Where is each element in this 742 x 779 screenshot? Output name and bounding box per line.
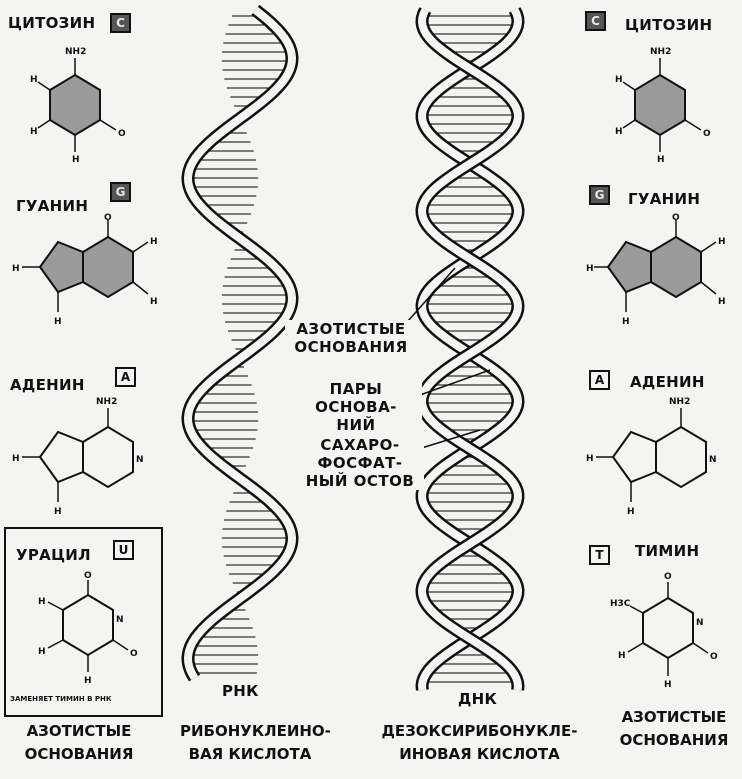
center-pairs-line1: ПАРЫ ОСНОВА- [292,380,420,416]
h-text: H [657,155,665,165]
right-guanine-label: ГУАНИН [628,190,700,208]
uracil-note: ЗАМЕНЯЕТ ТИМИН В РНК [10,695,112,703]
h-text: H [718,297,726,307]
h-text: H [38,647,46,657]
h-text: H [72,155,80,165]
n-text: N [116,615,124,625]
right-cytosine-label: ЦИТОЗИН [625,16,712,34]
nh2-text: NH2 [650,47,671,57]
right-caption-line2: ОСНОВАНИЯ [610,729,738,752]
right-thymine-molecule: O O N H3C H H [608,568,733,693]
o-text: O [664,572,672,582]
backbone-strand-fill [422,10,518,690]
h-text: H [618,651,626,661]
left-caption-line1: АЗОТИСТЫЕ [14,720,144,743]
left-uracil-code: U [113,540,134,560]
h-text: H [12,454,20,464]
right-thymine-label: ТИМИН [635,542,699,560]
nh2-text: NH2 [669,397,690,407]
h-text: H [38,597,46,607]
h-text: H [627,507,635,517]
left-adenine-code: A [115,367,136,387]
left-guanine-molecule: O H H H H [8,212,168,332]
center-backbone-line3: НЫЙ ОСТОВ [298,472,422,490]
h-text: H [30,75,38,85]
right-caption: АЗОТИСТЫЕ ОСНОВАНИЯ [610,706,738,752]
h-text: H [150,237,158,247]
center-backbone-label: САХАРО- ФОСФАТ- НЫЙ ОСТОВ [296,436,424,490]
dna-full-line1: ДЕЗОКСИРИБОНУКЛЕ- [372,720,587,743]
ch3-text: H3C [610,599,631,609]
h-text: H [150,297,158,307]
center-bases-label: АЗОТИСТЫЕ ОСНОВАНИЯ [285,320,417,356]
o-text: O [710,652,718,662]
right-cytosine-molecule: NH2 O H H H [605,40,715,165]
center-backbone-line1: САХАРО- [298,436,422,454]
right-thymine-code: T [589,545,610,565]
right-caption-line1: АЗОТИСТЫЕ [610,706,738,729]
nh2-text: NH2 [96,397,117,407]
left-cytosine-molecule: NH2 O H H H [20,40,130,165]
center-backbone-line2: ФОСФАТ- [298,454,422,472]
center-bases-line1: АЗОТИСТЫЕ [287,320,415,338]
center-pairs-line2: НИЙ [292,416,420,434]
dna-helix [422,10,518,690]
left-adenine-molecule: NH2 H H N [8,392,168,517]
n-text: N [696,618,704,628]
right-adenine-molecule: NH2 H H N [586,392,736,517]
rna-full-line1: РИБОНУКЛЕИНО- [180,720,320,743]
h-text: H [615,127,623,137]
n-text: N [136,455,144,465]
dna-full-label: ДЕЗОКСИРИБОНУКЛЕ- ИНОВАЯ КИСЛОТА [372,720,587,766]
rna-helix [188,10,292,678]
o-text: O [703,129,711,139]
dna-full-line2: ИНОВАЯ КИСЛОТА [372,743,587,766]
left-uracil-molecule: O O N H H H [28,570,153,690]
h-text: H [586,454,594,464]
right-adenine-label: АДЕНИН [630,373,705,391]
center-pairs-label: ПАРЫ ОСНОВА- НИЙ [290,380,422,434]
o-text: O [84,571,92,581]
h-text: H [622,317,630,327]
h-text: H [664,680,672,690]
h-text: H [54,507,62,517]
backbone-strand [188,10,292,678]
left-cytosine-label: ЦИТОЗИН [8,14,95,32]
rna-full-label: РИБОНУКЛЕИНО- ВАЯ КИСЛОТА [180,720,320,766]
left-guanine-code: G [110,182,131,202]
h-text: H [30,127,38,137]
dna-short-label: ДНК [458,690,497,708]
rna-short-label: РНК [222,682,259,700]
rna-full-line2: ВАЯ КИСЛОТА [180,743,320,766]
n-text: N [709,455,717,465]
center-bases-line2: ОСНОВАНИЯ [287,338,415,356]
right-guanine-molecule: O H H H H [586,212,736,332]
left-caption-line2: ОСНОВАНИЯ [14,743,144,766]
o-text: O [118,129,126,139]
h-text: H [54,317,62,327]
o-text: O [672,213,680,223]
left-cytosine-code: C [110,13,131,33]
right-cytosine-code: C [585,11,606,31]
left-uracil-label: УРАЦИЛ [16,546,91,564]
o-text: O [104,213,112,223]
o-text: O [130,649,138,659]
h-text: H [84,676,92,686]
h-text: H [586,264,594,274]
right-guanine-code: G [589,185,610,205]
h-text: H [12,264,20,274]
nh2-text: NH2 [65,47,86,57]
h-text: H [718,237,726,247]
left-caption: АЗОТИСТЫЕ ОСНОВАНИЯ [14,720,144,766]
right-adenine-code: A [589,370,610,390]
h-text: H [615,75,623,85]
